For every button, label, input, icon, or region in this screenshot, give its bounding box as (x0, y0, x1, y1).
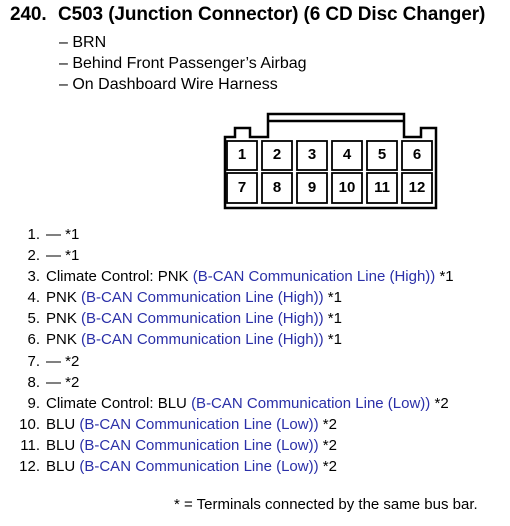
pin-busbar: *2 (322, 436, 337, 454)
pin-busbar: *2 (322, 415, 337, 433)
pin-busbar: *1 (327, 289, 342, 307)
pin-number: 4. (27, 289, 40, 307)
pin-number: 7. (27, 352, 40, 370)
pin-busbar: *1 (327, 331, 342, 349)
pin-label: 6 (412, 146, 422, 163)
pin-row: 1. — *1 (14, 224, 454, 245)
pin-wire: BLU (46, 415, 76, 433)
detail-location: – Behind Front Passenger’s Airbag (59, 55, 307, 72)
pin-number: 5. (27, 310, 40, 328)
pin-wire: PNK (46, 331, 77, 349)
pin-signal: (B-CAN Communication Line (Low)) (79, 436, 319, 454)
pin-busbar: *1 (327, 310, 342, 328)
pin-wire: — (46, 226, 61, 243)
pin-label: 3 (307, 146, 317, 163)
pin-number: 9. (27, 394, 40, 412)
pin-wire: BLU (46, 458, 76, 476)
detail-color: – BRN (59, 34, 107, 51)
pin-row: 9. Climate Control: BLU (B-CAN Communicat… (14, 393, 454, 414)
pin-number: 1. (27, 226, 40, 243)
pin-busbar: *1 (439, 268, 454, 286)
pin-label: 12 (408, 179, 426, 196)
section-number: 240. (10, 4, 47, 25)
pin-row: 3. Climate Control: PNK (B-CAN Communicat… (14, 266, 454, 287)
pin-signal: (B-CAN Communication Line (High)) (81, 331, 324, 349)
pin-busbar: *1 (65, 247, 80, 265)
pin-row: 8. — *2 (14, 372, 454, 393)
pin-row: 4.PNK (B-CAN Communication Line (High)) … (14, 287, 454, 308)
pin-row: 2. — *1 (14, 245, 454, 266)
pin-label: 7 (237, 179, 247, 196)
pin-wire: — (46, 373, 61, 391)
connector-title: C503 (Junction Connector) (6 CD Disc Cha… (58, 4, 486, 25)
pin-busbar: *1 (65, 226, 80, 243)
pin-list: 1. — *1 2. — *1 3. Climate Control: PNK (B-… (14, 224, 454, 477)
pin-label: 9 (307, 179, 317, 196)
pin-label: 4 (342, 146, 352, 163)
page-title: 240. C503 (Junction Connector) (6 CD Disc… (10, 4, 485, 26)
pin-signal: (B-CAN Communication Line (High)) (192, 268, 436, 286)
pin-row: 10.BLU (B-CAN Communication Line (Low)) … (14, 414, 454, 435)
pin-wire: Climate Control: PNK (46, 268, 189, 286)
pin-busbar: *2 (65, 352, 80, 370)
pin-number: 3. (27, 268, 40, 286)
pin-signal: (B-CAN Communication Line (High)) (81, 289, 324, 307)
pin-signal: (B-CAN Communication Line (High)) (81, 310, 324, 328)
pin-number: 10. (19, 415, 40, 433)
connector-details: – BRN – Behind Front Passenger’s Airbag … (59, 32, 307, 95)
pin-row: 7. — *2 (14, 351, 454, 372)
pin-wire: PNK (46, 289, 77, 307)
pin-number: 6. (27, 331, 40, 349)
pin-number: 8. (27, 373, 40, 391)
pin-wire: BLU (46, 436, 76, 454)
footnote: * = Terminals connected by the same bus … (174, 496, 478, 513)
pin-signal: (B-CAN Communication Line (Low)) (79, 458, 319, 476)
detail-harness: – On Dashboard Wire Harness (59, 76, 278, 93)
pin-label: 1 (237, 146, 247, 163)
pin-number: 12. (19, 458, 40, 476)
pin-number: 11. (20, 436, 40, 454)
pin-label: 5 (377, 146, 387, 163)
pin-label: 2 (272, 146, 282, 163)
pin-label: 11 (374, 179, 390, 196)
pin-row: 11.BLU (B-CAN Communication Line (Low)) … (14, 435, 454, 456)
pin-wire: — (46, 352, 61, 370)
pin-wire: — (46, 247, 61, 265)
pin-wire: Climate Control: BLU (46, 394, 187, 412)
pin-signal: (B-CAN Communication Line (Low)) (79, 415, 319, 433)
pin-busbar: *2 (65, 373, 80, 391)
pin-signal: (B-CAN Communication Line (Low)) (191, 394, 431, 412)
pin-number: 2. (27, 247, 40, 265)
pin-wire: PNK (46, 310, 77, 328)
pin-busbar: *2 (322, 458, 337, 476)
pin-label: 10 (338, 179, 356, 196)
pin-row: 6.PNK (B-CAN Communication Line (High)) … (14, 329, 454, 350)
pin-row: 5.PNK (B-CAN Communication Line (High)) … (14, 308, 454, 329)
pin-label: 8 (272, 179, 282, 196)
pin-row: 12.BLU (B-CAN Communication Line (Low)) … (14, 456, 454, 477)
pin-busbar: *2 (434, 394, 449, 412)
